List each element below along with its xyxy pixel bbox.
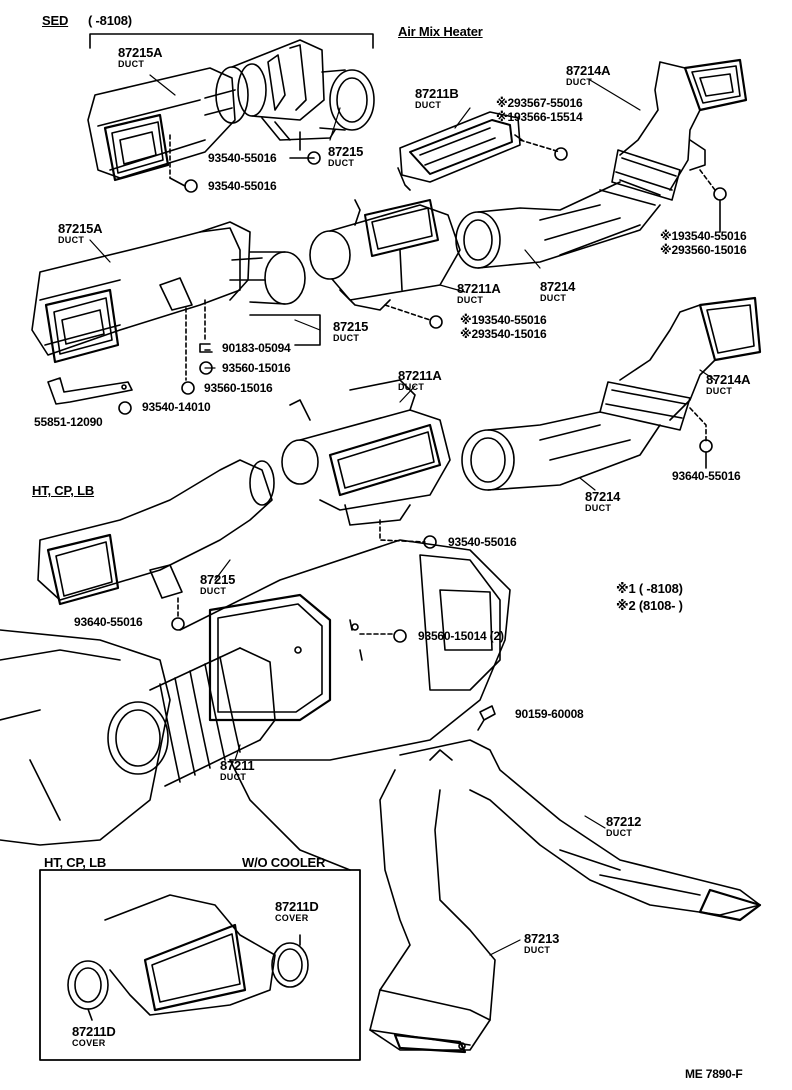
duct-87215-mid [229, 251, 306, 305]
part-87215-top: 87215 [328, 144, 364, 159]
duct-87211-flex [107, 647, 276, 787]
heater-unit [0, 539, 511, 871]
part-87214a-low: 87214A [706, 372, 751, 387]
screw-symbol [429, 315, 443, 329]
leader-93540-a [289, 131, 315, 159]
cover-87211d-right-desc: COVER [275, 913, 309, 923]
fastener-93540-55016-d: 93540-55016 [448, 535, 517, 549]
cover-87211d-right [271, 934, 309, 988]
fastener-90159-60008: 90159-60008 [515, 707, 584, 721]
duct-87214-low [461, 411, 661, 491]
part-87214-low: 87214 [585, 489, 621, 504]
duct-87211a-low [281, 379, 451, 526]
fastener-93560-15016-a: 93560-15016 [222, 361, 291, 375]
part-87215a-top-desc: DUCT [118, 59, 145, 69]
screw-symbol [118, 401, 132, 415]
duct-87211b [397, 111, 523, 191]
cover-87211d-left-label: 87211D [72, 1024, 116, 1039]
duct-87215a-top [87, 39, 325, 182]
part-87215a-mid: 87215A [58, 221, 103, 236]
part-87214-top-desc: DUCT [540, 293, 567, 303]
part-87214a-low-desc: DUCT [706, 386, 733, 396]
screw-symbol [554, 147, 568, 161]
fastener-193566-15514: ※193566-15514 [496, 110, 583, 124]
part-87211b: 87211B [415, 86, 459, 101]
inset-header-ht-cp-lb: HT, CP, LB [44, 855, 107, 870]
part-87211a-low-desc: DUCT [398, 382, 425, 392]
cover-87211d-left [67, 960, 109, 1021]
fastener-90183-05094: 90183-05094 [222, 341, 291, 355]
fastener-293560-15016: ※293560-15016 [660, 243, 747, 257]
fastener-93640-55016-b: 93640-55016 [74, 615, 143, 629]
part-87214-low-desc: DUCT [585, 503, 612, 513]
screw-symbol [307, 151, 321, 165]
part-87215-low: 87215 [200, 572, 236, 587]
screw-symbol [171, 617, 185, 631]
part-87214a-top-desc: DUCT [566, 77, 593, 87]
fastener-293540-15016: ※293540-15016 [460, 327, 547, 341]
duct-87214a-top [611, 58, 748, 201]
part-87214a-top: 87214A [566, 63, 611, 78]
duct-87212 [399, 739, 762, 922]
duct-87214-top [455, 179, 661, 269]
part-87214-top: 87214 [540, 279, 576, 294]
part-87211a-mid-desc: DUCT [457, 295, 484, 305]
fastener-93540-55016-b: 93540-55016 [208, 179, 277, 193]
screw-symbol [184, 179, 198, 193]
header-sed: SED [42, 13, 69, 28]
fastener-193540-55016: ※193540-55016 [660, 229, 747, 243]
fastener-93560-15016-b: 93560-15016 [204, 381, 273, 395]
part-87211-desc: DUCT [220, 772, 247, 782]
header-air-mix-heater: Air Mix Heater [398, 24, 483, 39]
part-87215-top-desc: DUCT [328, 158, 355, 168]
part-87215-mid: 87215 [333, 319, 369, 334]
part-87215-low-desc: DUCT [200, 586, 227, 596]
footer-code: ME 7890-F [685, 1067, 743, 1081]
part-87212-desc: DUCT [606, 828, 633, 838]
fastener-93540-14010: 93540-14010 [142, 400, 211, 414]
screw-symbol [713, 187, 727, 201]
duct-87213 [369, 769, 496, 1054]
part-87213: 87213 [524, 931, 560, 946]
note-2: ※2 (8108- ) [616, 598, 683, 613]
inset-header-wo-cooler: W/O COOLER [242, 855, 326, 870]
sed-bracket [89, 33, 374, 49]
part-87215a-mid-desc: DUCT [58, 235, 85, 245]
part-87215-mid-desc: DUCT [333, 333, 360, 343]
screw-symbol [423, 535, 437, 549]
fastener-93540-55016-a: 93540-55016 [208, 151, 277, 165]
inset-frame [39, 869, 361, 1061]
fastener-93560-15014: 93560-15014 (2) [418, 629, 504, 643]
note-1: ※1 ( -8108) [616, 581, 683, 596]
part-87211a-mid: 87211A [457, 281, 501, 296]
part-87211b-desc: DUCT [415, 100, 442, 110]
header-ht-cp-lb: HT, CP, LB [32, 483, 95, 498]
part-87213-desc: DUCT [524, 945, 551, 955]
part-87212: 87212 [606, 814, 642, 829]
fastener-193540-55016-b: ※193540-55016 [460, 313, 547, 327]
screw-symbol [699, 439, 713, 453]
cover-87211d-right-label: 87211D [275, 899, 319, 914]
bracket-55851 [47, 377, 133, 405]
part-87215a-top: 87215A [118, 45, 163, 60]
cover-87211d-left-desc: COVER [72, 1038, 106, 1048]
screw-symbol [181, 381, 195, 395]
inset-duct [104, 894, 276, 1016]
duct-87211a-mid [309, 199, 461, 311]
part-87211: 87211 [220, 758, 255, 773]
header-sed-range: ( -8108) [88, 13, 132, 28]
screw-symbol [393, 629, 407, 643]
part-87211a-low: 87211A [398, 368, 442, 383]
duct-87215-low [37, 459, 275, 606]
fastener-293567-55016: ※293567-55016 [496, 96, 583, 110]
part-55851-12090: 55851-12090 [34, 415, 103, 429]
fastener-93640-55016: 93640-55016 [672, 469, 741, 483]
screw-90159 [477, 705, 496, 731]
duct-87214a-low [599, 296, 762, 431]
duct-87215a-mid [31, 221, 251, 364]
